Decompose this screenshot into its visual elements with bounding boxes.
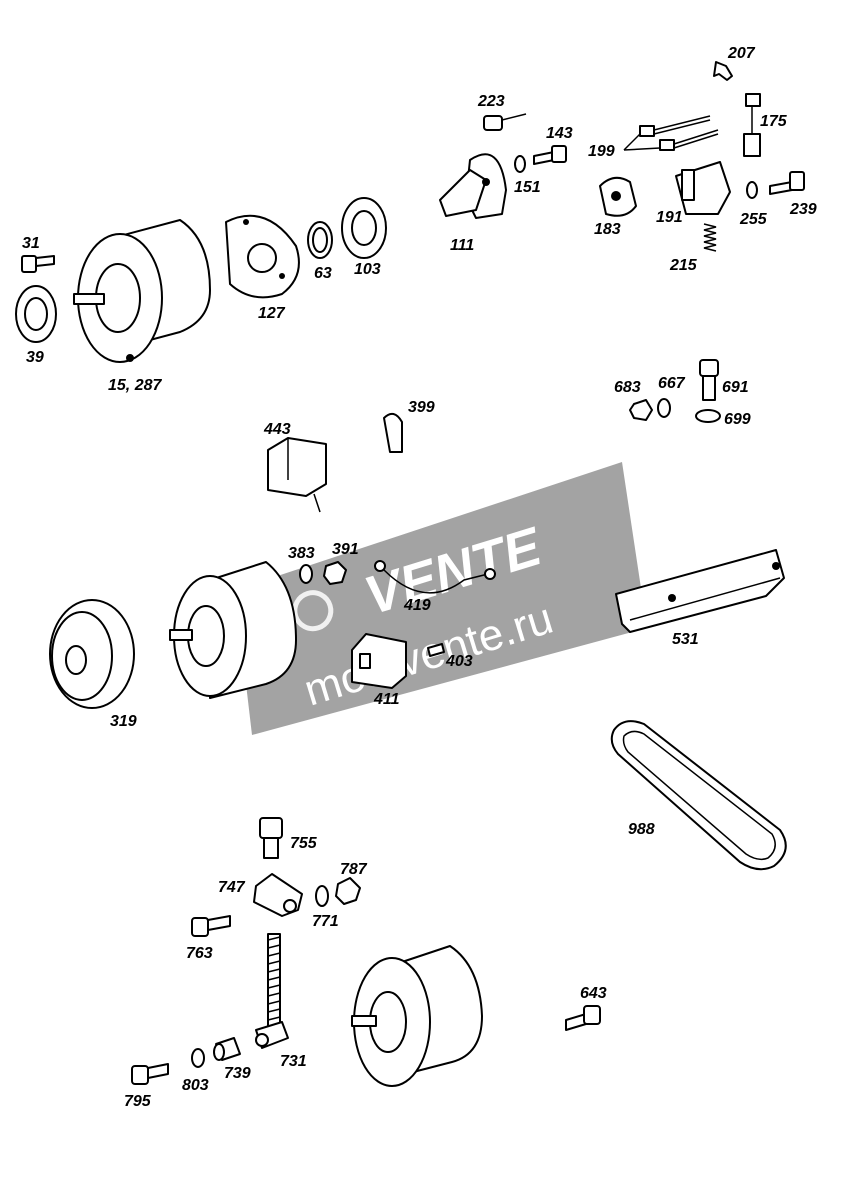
part-643-screw [565,1005,601,1031]
label-795: 795 [124,1093,152,1110]
part-103-bearing [341,197,387,259]
part-215-spring [703,223,717,252]
label-755: 755 [290,835,318,852]
label-319: 319 [110,713,137,730]
part-191-regulator [675,161,731,215]
part-691-bolt [699,359,719,401]
label-988: 988 [628,821,655,838]
label-739: 739 [224,1065,251,1082]
label-391: 391 [332,541,359,558]
label-731: 731 [280,1053,307,1070]
label-127: 127 [258,305,286,322]
part-239-screw [769,171,805,195]
label-643: 643 [580,985,607,1002]
label-691: 691 [722,379,749,396]
label-787: 787 [340,861,368,878]
label-207: 207 [727,45,756,62]
part-747-clamp [253,873,303,917]
part-771-washer [315,885,329,907]
label-103: 103 [354,261,381,278]
part-667-washer [657,398,671,418]
part-731-threaded-rod [255,933,289,1049]
label-411: 411 [373,691,400,708]
label-31: 31 [22,235,40,252]
label-399: 399 [408,399,435,416]
part-755-bolt [259,817,283,859]
label-699: 699 [724,411,751,428]
part-683-nut [629,399,653,421]
part-151-washer [514,155,526,173]
part-175-brush [743,93,761,157]
part-31-screw [21,255,55,273]
part-127-plate [225,214,300,299]
label-191: 191 [656,209,683,226]
label-683: 683 [614,379,641,396]
label-183: 183 [594,221,621,238]
label-403: 403 [445,653,473,670]
part-787-nut [335,877,361,905]
watermark-banner [235,462,647,735]
label-667: 667 [658,375,686,392]
part-199-brush-pair [623,115,719,151]
part-419-cable [374,560,496,594]
label-151: 151 [514,179,541,196]
part-383-washer [299,564,313,584]
label-383: 383 [288,545,315,562]
part-15-287-housing [73,219,211,363]
label-531: 531 [672,631,699,648]
label-175: 175 [760,113,788,130]
part-739-sleeve [213,1037,241,1061]
label-763: 763 [186,945,213,962]
label-223: 223 [477,93,505,110]
label-803: 803 [182,1077,209,1094]
part-763-screw [191,915,231,937]
part-111-bracket [439,153,507,219]
part-319-pulley [49,599,135,709]
label-63: 63 [314,265,332,282]
part-411-connector [351,633,407,689]
watermark: VENTE motovente.ru [235,462,647,735]
label-143: 143 [546,125,573,142]
label-443: 443 [263,421,291,438]
alternator-bottom [351,945,483,1087]
part-183-cap [599,176,637,217]
label-215: 215 [669,257,698,274]
alternator-assembly [169,561,297,699]
part-255-washer [746,181,758,199]
part-143-screw [533,145,567,165]
label-199: 199 [588,143,615,160]
part-531-bracket-arm [615,549,785,633]
part-63-ring [307,221,333,259]
part-803-washer [191,1048,205,1068]
label-15-287: 15, 287 [108,377,162,394]
part-699-washer [695,409,721,423]
part-443-relay [267,437,327,513]
label-771: 771 [312,913,339,930]
part-795-screw [131,1063,169,1085]
label-747: 747 [218,879,246,896]
label-255: 255 [739,211,768,228]
label-419: 419 [403,597,431,614]
part-403-terminal [427,643,445,657]
part-39-bearing [15,285,57,343]
part-988-v-belt [610,720,787,871]
part-391-nut [323,561,347,585]
label-111: 111 [450,237,474,254]
label-39: 39 [26,349,44,366]
part-207-clip [713,61,733,81]
part-399-terminal [383,412,403,453]
part-223-plug [483,113,527,131]
part-labels: 207 175 223 143 199 151 183 191 255 239 … [22,45,817,1110]
label-239: 239 [789,201,817,218]
